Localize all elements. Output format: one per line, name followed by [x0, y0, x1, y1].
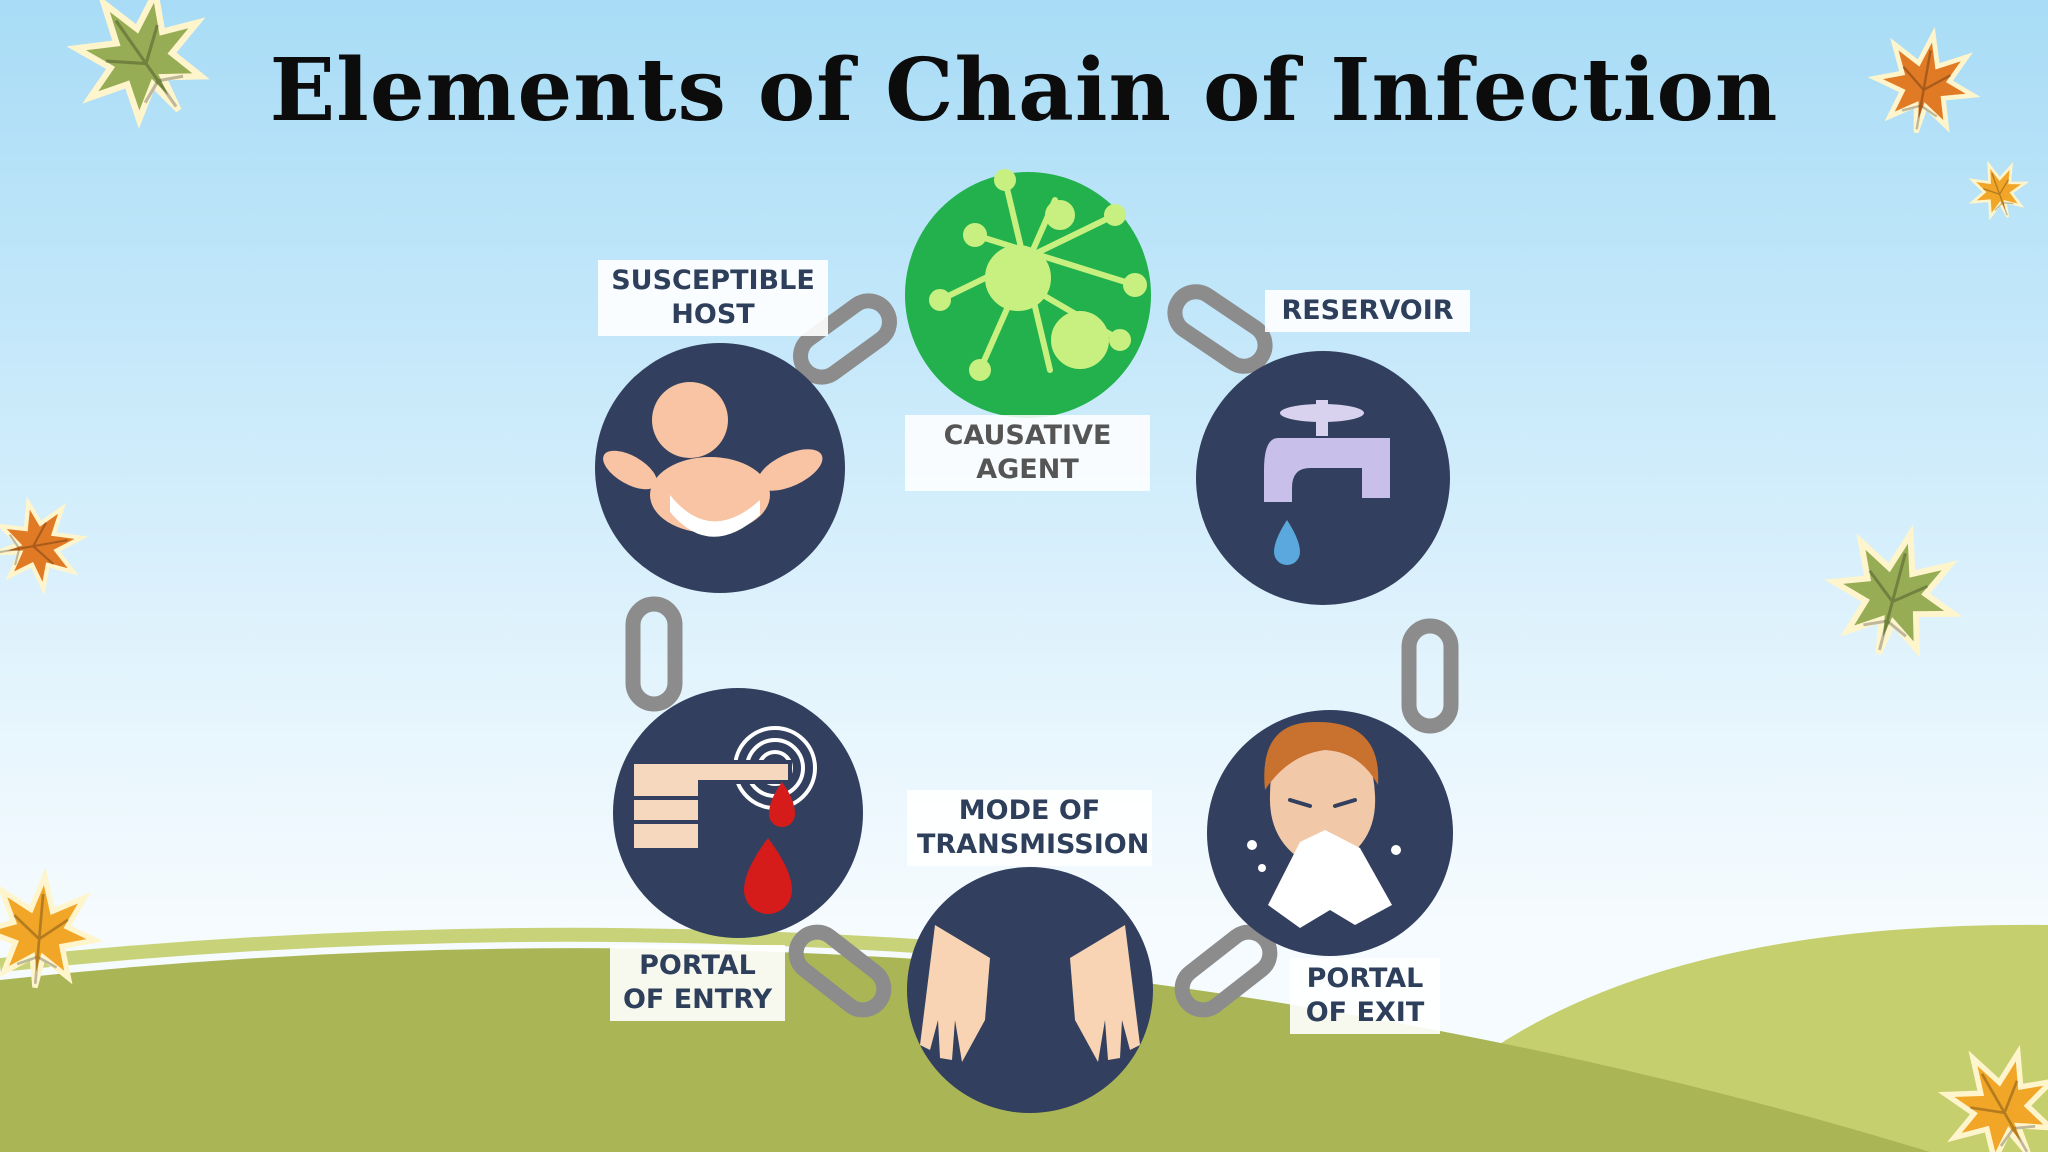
label-portal-of-entry: PORTAL OF ENTRY	[610, 945, 785, 1021]
chain-link	[1401, 618, 1459, 734]
label-mode-of-transmission: MODE OF TRANSMISSION	[907, 790, 1152, 866]
causative-agent-node	[905, 169, 1151, 418]
faucet-icon	[1264, 400, 1390, 565]
leaf-icon	[1961, 153, 2036, 228]
label-reservoir: RESERVOIR	[1265, 290, 1470, 332]
chain-link	[1174, 924, 1278, 1018]
bleeding-finger-icon	[630, 726, 817, 914]
virus-icon	[929, 169, 1147, 381]
chain-link	[793, 293, 897, 385]
label-susceptible-host: SUSCEPTIBLE HOST	[598, 260, 828, 336]
hill-highlight	[0, 927, 1001, 972]
leaf-icon	[0, 495, 89, 596]
portal-of-exit-node	[1207, 710, 1453, 956]
baby-icon	[603, 382, 823, 537]
label-causative-agent: CAUSATIVE AGENT	[905, 415, 1150, 491]
leaf-icon	[1819, 518, 1971, 670]
slide-title: Elements of Chain of Infection	[269, 40, 1779, 141]
susceptible-host-node	[595, 343, 845, 593]
reservoir-node	[1196, 351, 1450, 605]
mode-of-transmission-node	[907, 867, 1153, 1113]
chain-link	[788, 924, 892, 1018]
chain-link	[1167, 284, 1273, 374]
label-portal-of-exit: PORTAL OF EXIT	[1290, 958, 1440, 1034]
chain-link	[625, 596, 683, 712]
hands-icon	[920, 925, 1140, 1062]
sneezing-person-icon	[1247, 721, 1401, 928]
portal-of-entry-node	[613, 688, 863, 938]
chain-links	[625, 284, 1459, 1018]
